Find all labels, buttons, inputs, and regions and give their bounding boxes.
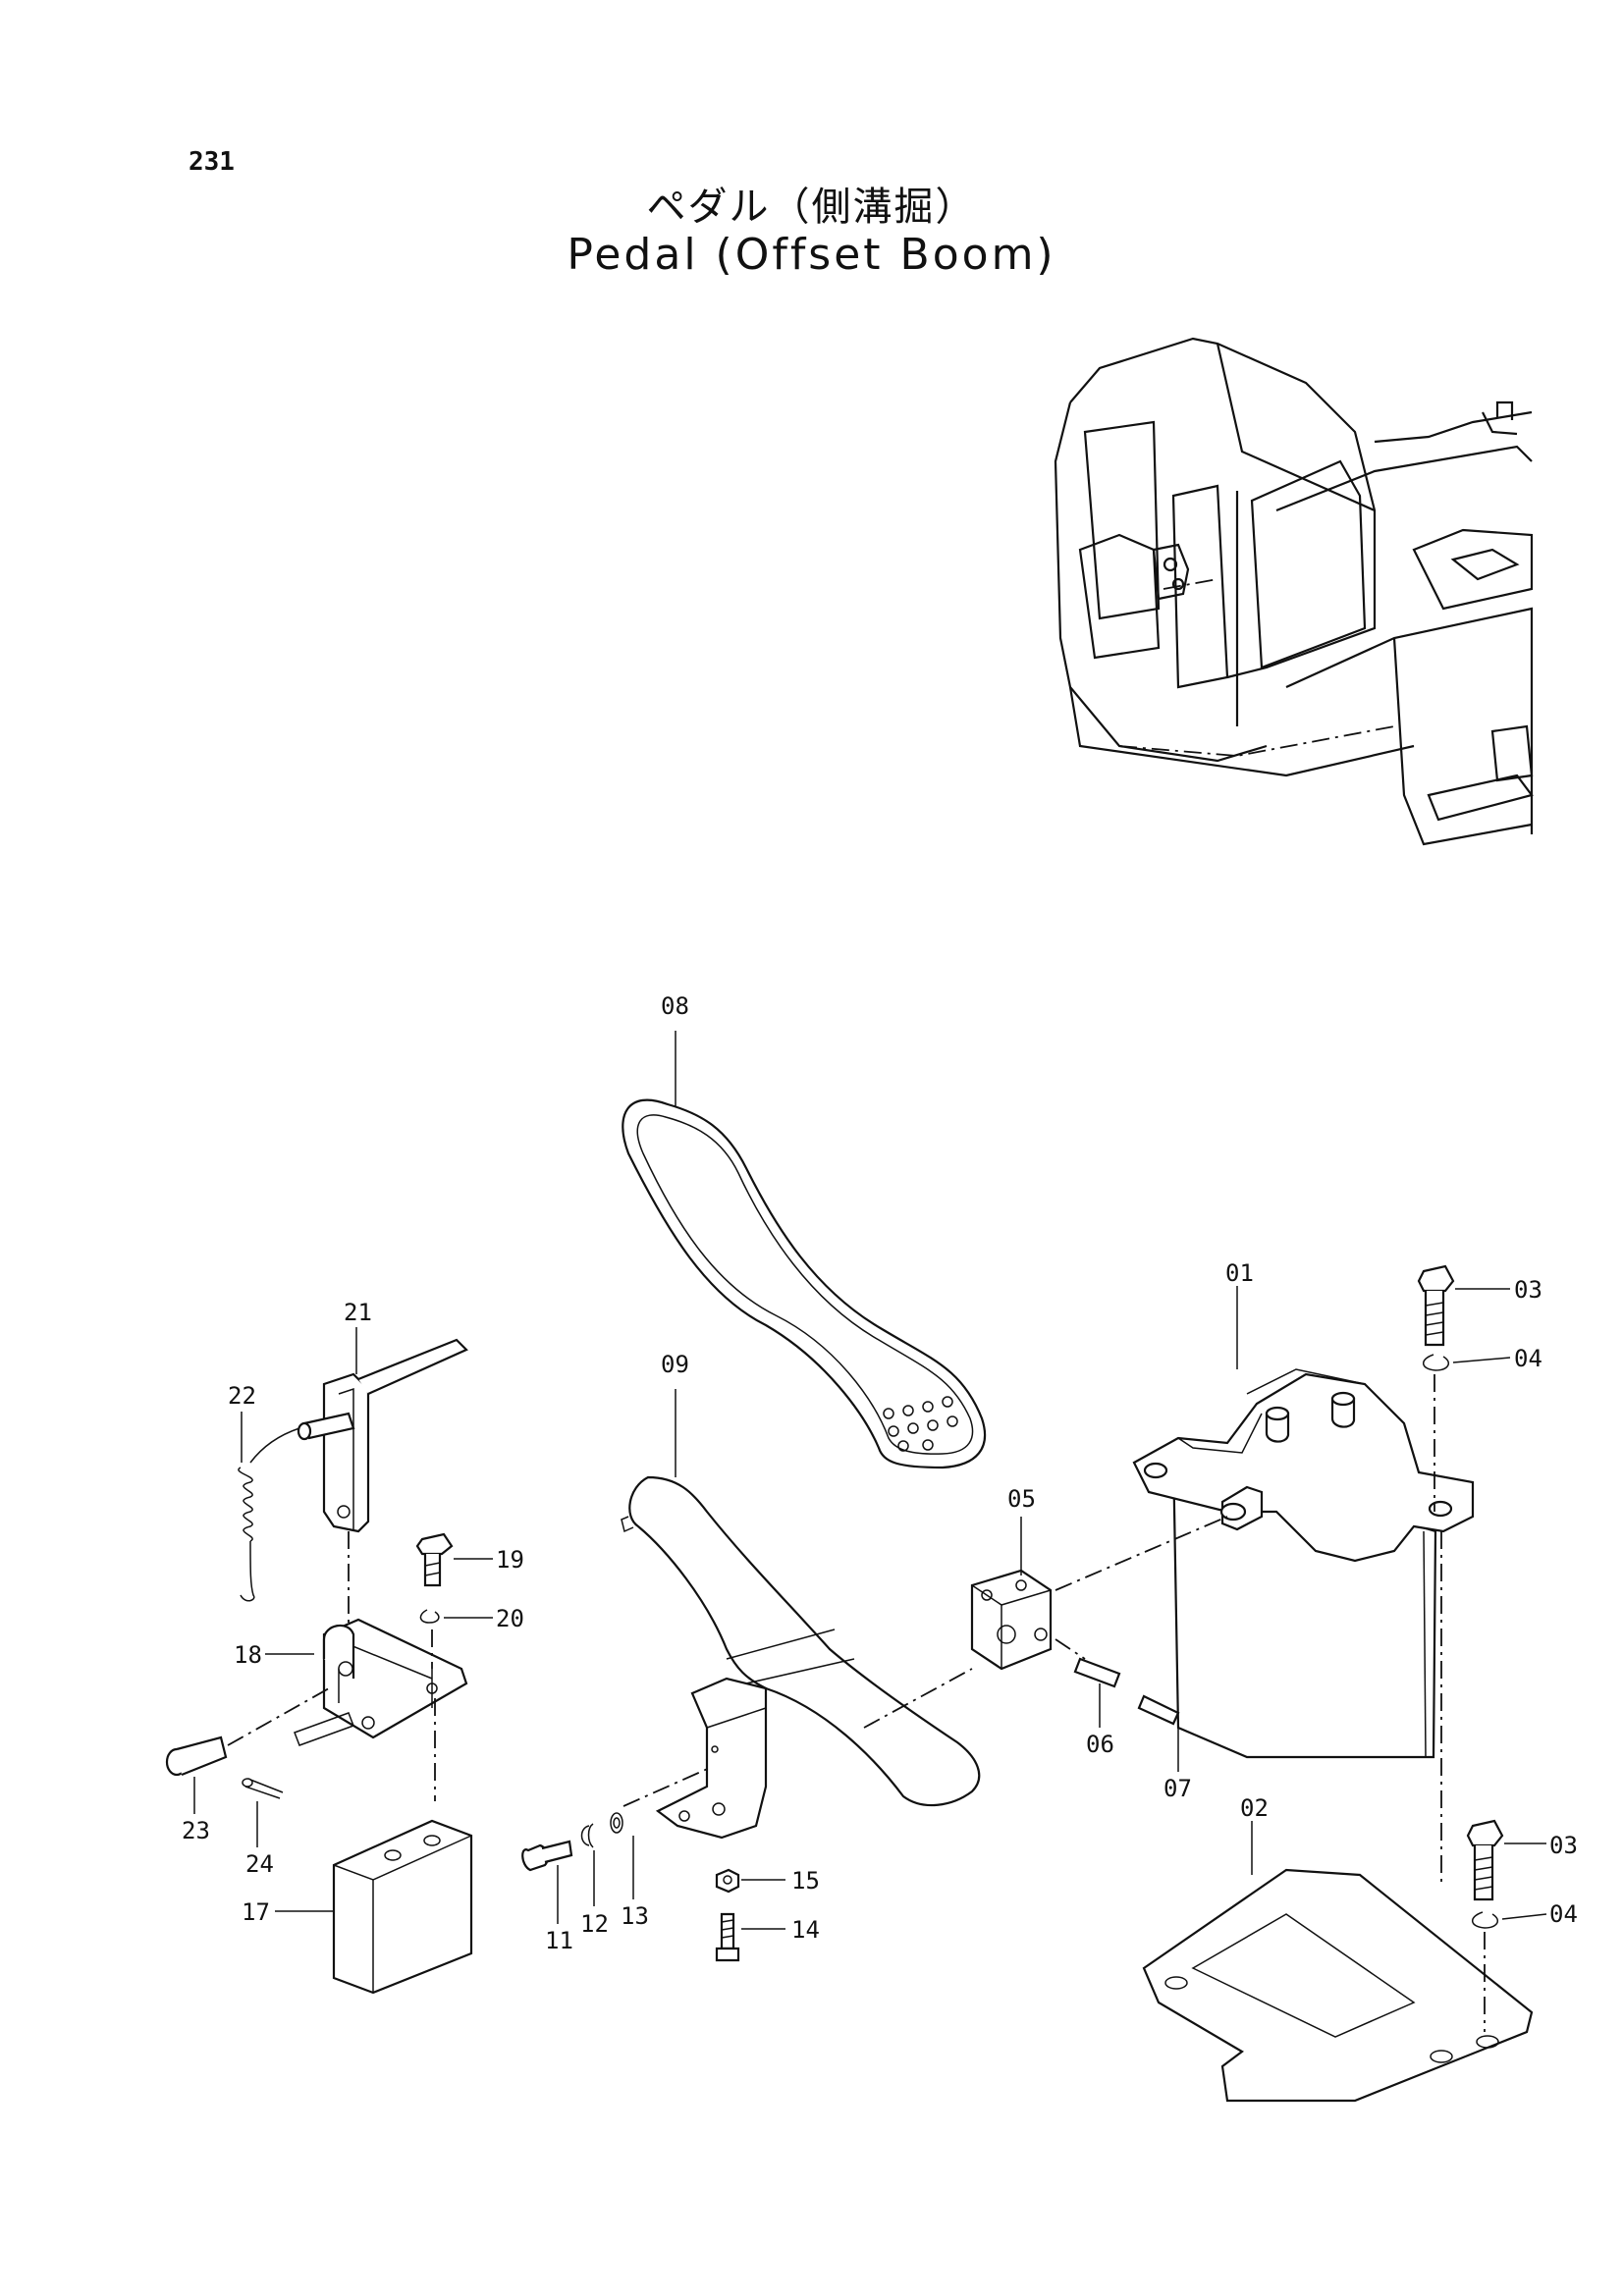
callout-22: 22 — [228, 1382, 256, 1410]
part-01-pedal-unit — [1132, 1286, 1475, 1885]
callout-18: 18 — [234, 1641, 262, 1669]
callout-04-upper: 04 — [1514, 1345, 1542, 1372]
callout-09: 09 — [661, 1351, 689, 1378]
assembly-axis-05-06 — [1055, 1638, 1086, 1660]
part-24-cotter-pin — [242, 1778, 284, 1847]
callout-05: 05 — [1007, 1485, 1036, 1513]
part-05-block — [970, 1517, 1053, 1671]
callout-08: 08 — [661, 992, 689, 1020]
callout-23: 23 — [182, 1817, 210, 1844]
callout-04-lower: 04 — [1549, 1900, 1578, 1928]
part-19-bolt — [415, 1532, 493, 1587]
callout-02: 02 — [1240, 1794, 1269, 1822]
callout-12: 12 — [580, 1910, 609, 1938]
callout-20: 20 — [496, 1605, 524, 1632]
assembly-axis-13-09 — [622, 1766, 713, 1807]
callout-24: 24 — [245, 1850, 274, 1878]
pin-axis-23 — [227, 1687, 330, 1746]
part-14-bolt — [715, 1912, 785, 1962]
callout-01: 01 — [1225, 1259, 1254, 1287]
page-number: 231 — [189, 147, 235, 177]
callout-03-upper: 03 — [1514, 1276, 1542, 1304]
part-03-bolt-lower — [1466, 1819, 1546, 1901]
part-03-bolt-upper — [1417, 1264, 1510, 1347]
part-21-lever — [297, 1327, 468, 1634]
part-09-pedal — [621, 1389, 981, 1840]
assembly-axis-05-01 — [1055, 1516, 1228, 1591]
part-08-pedal-rubber — [622, 1031, 987, 1469]
callout-19: 19 — [496, 1546, 524, 1574]
callout-labels: 01 02 03 04 03 04 05 06 07 08 09 11 12 1… — [182, 992, 1578, 1954]
part-20-washer — [419, 1609, 493, 1624]
part-17-block — [275, 1819, 473, 1995]
part-02-plate — [1142, 1821, 1534, 2103]
callout-06: 06 — [1086, 1731, 1114, 1758]
part-06-pin — [1073, 1657, 1121, 1728]
callout-17: 17 — [242, 1898, 270, 1926]
part-22-spring — [238, 1412, 300, 1602]
title-english: Pedal (Offset Boom) — [567, 230, 1056, 280]
part-18-bracket — [265, 1618, 468, 1746]
callout-14: 14 — [791, 1916, 820, 1944]
pedal-grip-dots — [883, 1396, 958, 1452]
callout-07: 07 — [1163, 1775, 1192, 1802]
callout-03-lower: 03 — [1549, 1832, 1578, 1859]
part-12-circlip — [580, 1823, 595, 1906]
part-07-pin — [1137, 1694, 1180, 1772]
part-13-washer — [610, 1812, 634, 1899]
part-04-washer-upper — [1423, 1354, 1511, 1371]
callout-13: 13 — [621, 1902, 649, 1930]
callout-11: 11 — [545, 1927, 573, 1954]
callout-15: 15 — [791, 1867, 820, 1895]
title-japanese: ペダル（側溝掘） — [646, 185, 977, 230]
excavator-cab-illustration — [1054, 337, 1534, 846]
callout-21: 21 — [344, 1299, 372, 1326]
part-23-pin — [165, 1735, 228, 1814]
part-04-washer-lower — [1472, 1911, 1547, 1929]
part-11-bolt — [521, 1840, 573, 1924]
part-15-nut — [715, 1868, 785, 1894]
assembly-axis-09-05 — [863, 1668, 973, 1729]
